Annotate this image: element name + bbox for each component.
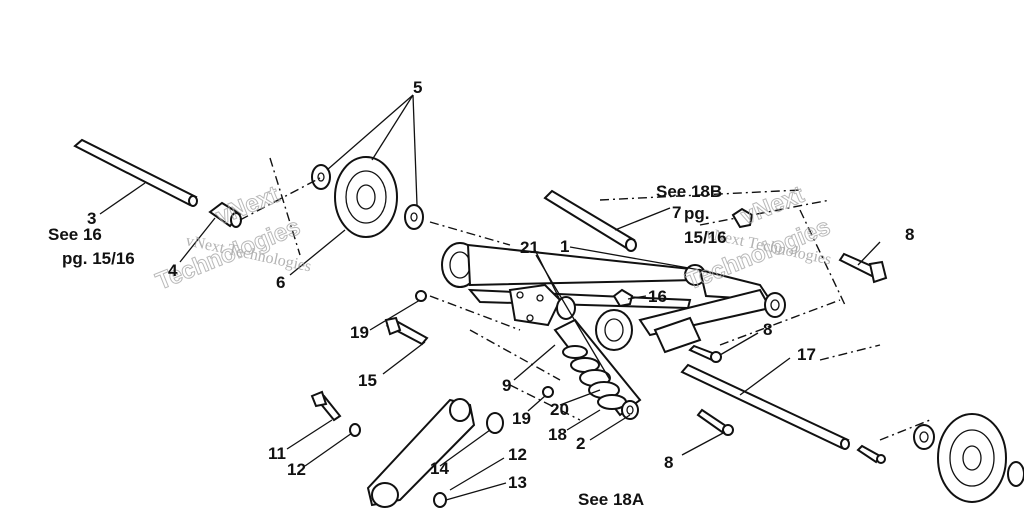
shaft bbox=[73, 138, 198, 207]
callout-11: 11 bbox=[268, 444, 286, 463]
bolt-rear bbox=[856, 444, 886, 464]
callout-2: 2 bbox=[576, 434, 585, 453]
see-18a: See 18A bbox=[578, 490, 644, 509]
shock-absorber bbox=[553, 318, 642, 420]
callout-18: 18 bbox=[548, 425, 567, 444]
nut-16 bbox=[612, 288, 634, 308]
see-18b-line1: See 18B bbox=[656, 182, 722, 201]
see-16-line2: pg. 15/16 bbox=[62, 249, 135, 268]
leader-lines bbox=[99, 94, 881, 501]
callout-8-top: 8 bbox=[905, 225, 914, 244]
see-18b-line3: 15/16 bbox=[684, 228, 727, 247]
callout-21: 21 bbox=[520, 238, 539, 257]
callout-13: 13 bbox=[508, 473, 527, 492]
nut-top bbox=[731, 207, 754, 229]
callout-14: 14 bbox=[430, 459, 449, 478]
cross-shaft bbox=[543, 189, 637, 252]
callout-19-upper: 19 bbox=[350, 323, 369, 342]
lower-link bbox=[366, 398, 504, 508]
callout-12-left: 12 bbox=[287, 460, 306, 479]
callout-4: 4 bbox=[168, 261, 178, 280]
washer-13 bbox=[433, 492, 447, 508]
callout-8-mid: 8 bbox=[763, 320, 772, 339]
callout-15: 15 bbox=[358, 371, 377, 390]
callouts: 5 3 4 6 7 21 1 16 8 8 19 15 9 20 19 18 2… bbox=[87, 78, 914, 492]
callout-6: 6 bbox=[276, 273, 285, 292]
bolt-8-low bbox=[696, 408, 734, 436]
callout-5: 5 bbox=[413, 78, 422, 97]
callout-1: 1 bbox=[560, 237, 569, 256]
nut-19-lower bbox=[542, 386, 554, 398]
nut-19-upper bbox=[415, 290, 427, 302]
callout-17: 17 bbox=[797, 345, 816, 364]
mount-bracket bbox=[508, 283, 702, 354]
rear-shaft bbox=[680, 363, 850, 450]
callout-19-lower: 19 bbox=[512, 409, 531, 428]
callout-9: 9 bbox=[502, 376, 511, 395]
see-18b-line2: pg. bbox=[684, 204, 710, 223]
washer-12-left bbox=[349, 423, 361, 437]
callout-20: 20 bbox=[550, 400, 569, 419]
callout-7: 7 bbox=[672, 203, 681, 222]
bolt-8-mid bbox=[688, 344, 722, 363]
reference-notes: See 16 pg. 15/16 See 18B pg. 15/16 See 1… bbox=[48, 182, 727, 509]
bushing bbox=[208, 201, 242, 228]
callout-12-right: 12 bbox=[508, 445, 527, 464]
callout-16: 16 bbox=[648, 287, 667, 306]
bolt-8-top bbox=[838, 252, 888, 284]
bolt-11 bbox=[310, 390, 342, 422]
see-16-line1: See 16 bbox=[48, 225, 102, 244]
idler-wheel-upper bbox=[311, 156, 424, 238]
callout-8-low: 8 bbox=[664, 453, 673, 472]
callout-3: 3 bbox=[87, 209, 96, 228]
bolt-15 bbox=[384, 316, 429, 346]
center-lines bbox=[239, 157, 931, 441]
idler-wheel-lower bbox=[913, 413, 1024, 503]
